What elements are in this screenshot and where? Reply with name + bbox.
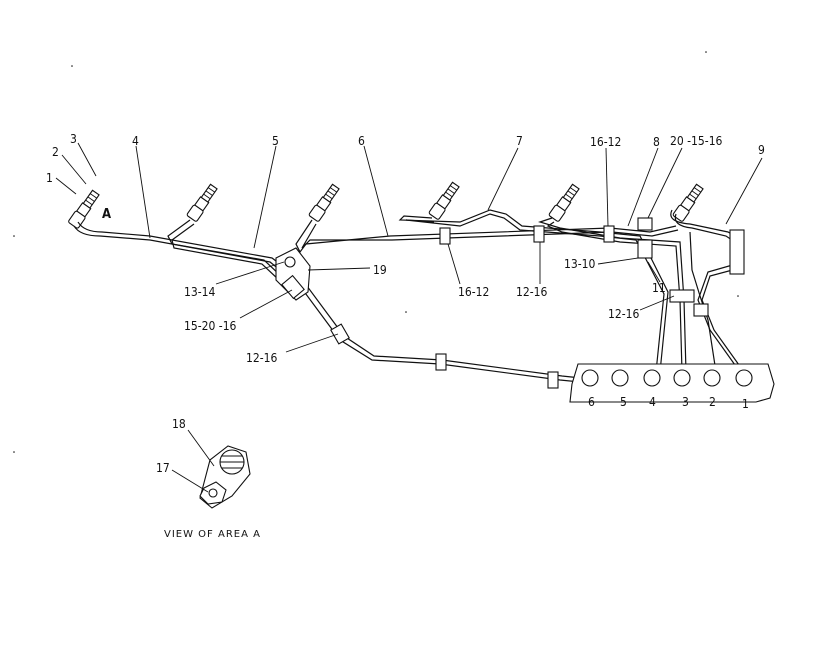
injection-pump-outlets: [569, 363, 775, 403]
clamp-i: [637, 239, 653, 259]
pump-port-4: 4: [649, 395, 656, 409]
callout-16-12-mid: 16-12: [458, 285, 489, 299]
callout-7: 7: [516, 134, 523, 148]
callout-18: 18: [172, 417, 186, 431]
callout-13-14: 13-14: [184, 285, 215, 299]
callout-5: 5: [272, 134, 279, 148]
callout-3: 3: [70, 132, 77, 146]
area-a-mark: A: [102, 207, 111, 222]
scan-specks: [13, 51, 739, 453]
clamp-d: [547, 371, 559, 389]
clamp-j: [669, 289, 709, 317]
callout-4: 4: [132, 134, 139, 148]
fuel-line-4: [73, 221, 601, 385]
callout-12-16-mid: 12-16: [516, 285, 547, 299]
clamp-f: [533, 225, 545, 243]
leader-lines: [55, 142, 763, 493]
callout-8: 8: [653, 135, 660, 149]
callout-16-12-top: 16-12: [590, 135, 621, 149]
callout-1: 1: [46, 171, 53, 185]
clamp-g: [603, 225, 615, 243]
nozzle-4: [428, 181, 460, 220]
nozzle-5: [548, 183, 580, 222]
fuel-line-5: [167, 219, 297, 295]
nozzle-3: [308, 183, 340, 222]
callout-2: 2: [52, 145, 59, 159]
clamp-k: [729, 229, 745, 275]
callout-11: 11: [652, 281, 666, 295]
nozzle-2: [186, 183, 218, 222]
pump-port-6: 6: [588, 395, 595, 409]
fuel-line-6: [295, 219, 679, 254]
pump-port-2: 2: [709, 395, 716, 409]
callout-12-16-right: 12-16: [608, 307, 639, 321]
callout-19: 19: [373, 263, 387, 277]
nozzle-1: [68, 189, 100, 229]
callout-12-16-left: 12-16: [246, 351, 277, 365]
pump-port-5: 5: [620, 395, 627, 409]
callout-17: 17: [156, 461, 170, 475]
nozzle-6: [672, 183, 704, 222]
callout-9: 9: [758, 143, 765, 157]
clamp-e: [439, 227, 451, 245]
clamp-a: [281, 274, 305, 300]
pump-port-1: 1: [742, 397, 749, 411]
fuel-line-9: [670, 209, 745, 373]
callout-13-10: 13-10: [564, 257, 595, 271]
clamp-c: [435, 353, 447, 371]
view-caption: VIEW OF AREA A: [164, 529, 261, 540]
callout-15-20-16: 15-20 -16: [184, 319, 237, 333]
clamp-b: [330, 323, 350, 345]
callout-20-15-16: 20 -15-16: [670, 134, 723, 148]
pump-port-3: 3: [682, 395, 689, 409]
view-area-a-detail: [199, 445, 251, 509]
clamp-h: [637, 217, 653, 231]
callout-6: 6: [358, 134, 365, 148]
